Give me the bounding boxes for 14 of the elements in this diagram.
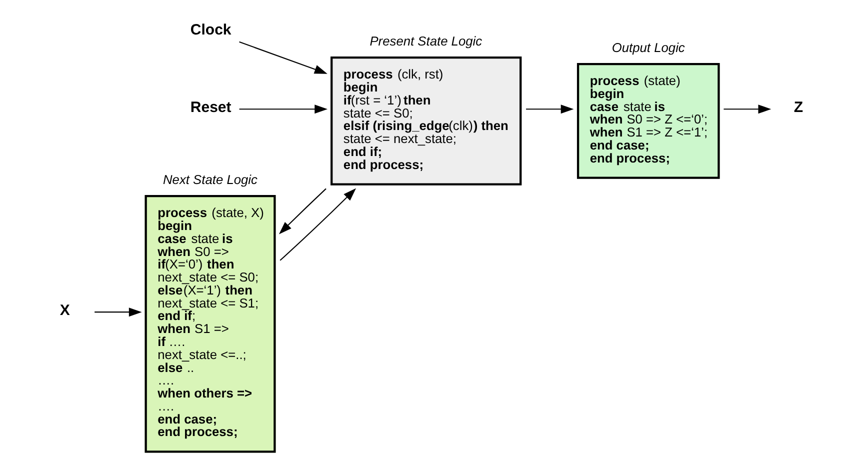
arrow [278, 188, 326, 234]
arrow [239, 41, 328, 74]
arrow [724, 104, 772, 114]
arrow [94, 308, 142, 317]
node-text: Clock [190, 22, 232, 39]
node-text: Z [794, 99, 804, 116]
node-text: Reset [190, 99, 232, 116]
node-label: Present State Logic [370, 33, 482, 48]
arrow [280, 188, 356, 261]
arrow [239, 104, 328, 114]
node-label: Next State Logic [163, 172, 258, 187]
node-label: Output Logic [612, 40, 685, 55]
node-text: X [60, 302, 70, 319]
arrow [526, 104, 574, 114]
